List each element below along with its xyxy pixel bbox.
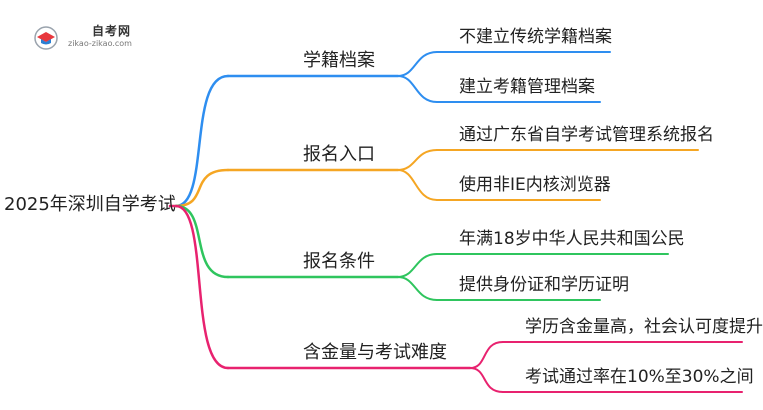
leaf-item: 建立考籍管理档案 [459, 77, 595, 97]
leaf-item: 使用非IE内核浏览器 [459, 175, 611, 195]
graduation-cap-icon [34, 26, 58, 50]
leaf-connector [397, 276, 438, 301]
logo-title: 自考网 [92, 24, 132, 38]
branch-connector [174, 204, 230, 279]
branch-baoming-tiaojian: 报名条件 [303, 251, 375, 272]
branch-baoming-rukou: 报名入口 [303, 144, 375, 165]
leaf-connector [469, 341, 504, 369]
leaf-item: 提供身份证和学历证明 [459, 275, 629, 295]
branch-hanjinliang: 含金量与考试难度 [303, 342, 447, 363]
leaf-connector [397, 75, 438, 103]
site-logo[interactable]: 自考网 zikao-zikao.com [34, 20, 154, 52]
leaf-item: 学历含金量高，社会认可度提升 [525, 317, 763, 337]
branch-xueji: 学籍档案 [303, 50, 375, 71]
leaf-connector [397, 149, 438, 171]
leaf-item: 通过广东省自学考试管理系统报名 [459, 125, 714, 145]
leaf-connector [397, 51, 438, 77]
logo-url: zikao-zikao.com [68, 39, 132, 48]
leaf-item: 考试通过率在10%至30%之间 [525, 367, 754, 387]
leaf-connector [469, 367, 504, 393]
branch-connector [174, 204, 230, 370]
leaf-item: 年满18岁中华人民共和国公民 [459, 229, 685, 249]
root-node: 2025年深圳自学考试 [4, 194, 176, 215]
leaf-item: 不建立传统学籍档案 [459, 27, 612, 47]
leaf-connector [397, 169, 438, 201]
leaf-connector [397, 253, 438, 278]
branch-connector [174, 74, 230, 208]
branch-connector [174, 168, 230, 208]
